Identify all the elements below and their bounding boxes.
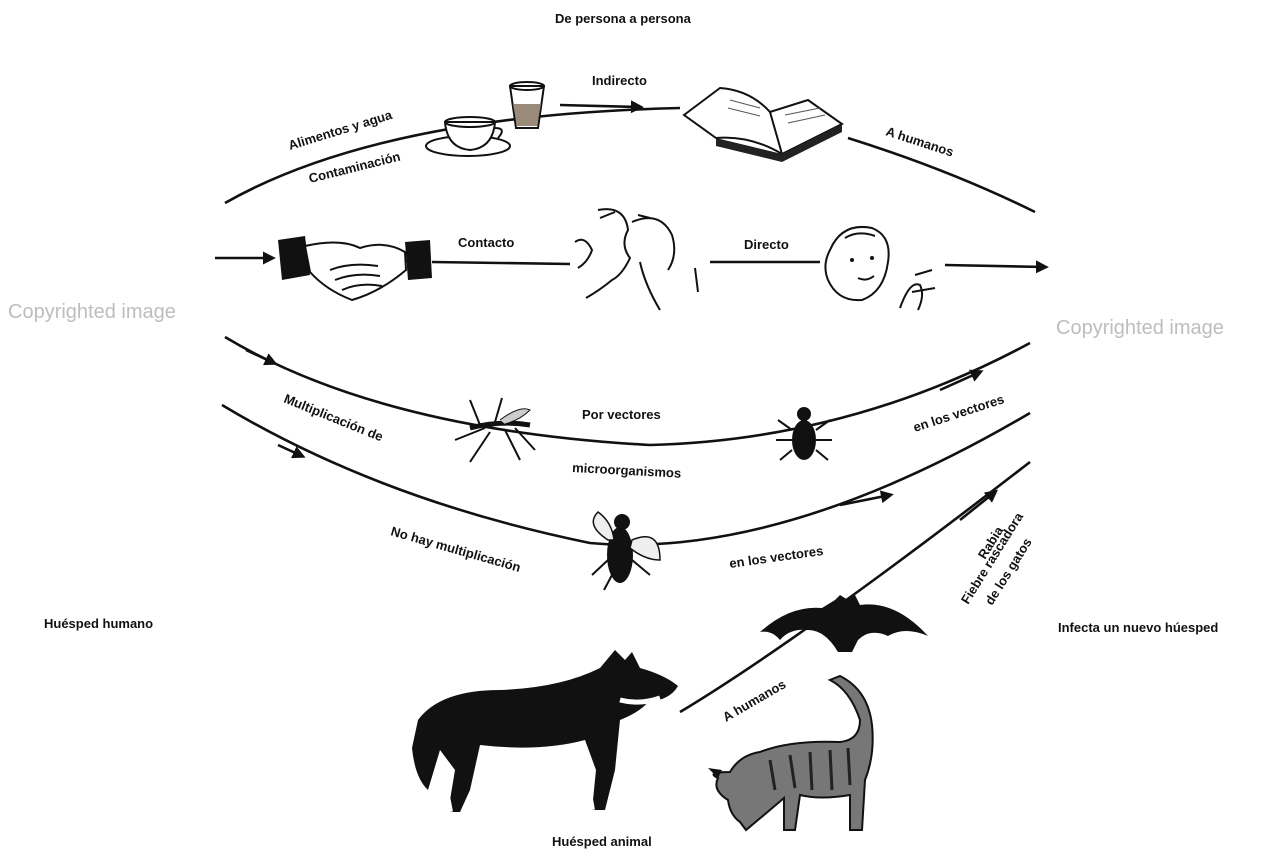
contamination-label: Contaminación bbox=[307, 149, 402, 186]
host-animal-label: Huésped animal bbox=[552, 834, 652, 849]
fly-icon bbox=[592, 512, 660, 590]
mosquito-icon bbox=[455, 398, 535, 462]
book-icon bbox=[684, 88, 842, 162]
by-vectors-label: Por vectores bbox=[582, 407, 661, 422]
in-vectors-label-2: en los vectores bbox=[728, 543, 824, 571]
diagram-title: De persona a persona bbox=[555, 11, 692, 26]
kissing-faces-icon bbox=[575, 209, 698, 310]
indirect-label: Indirecto bbox=[592, 73, 647, 88]
vector-route-arrow-1 bbox=[246, 350, 274, 363]
cat-icon bbox=[708, 676, 873, 830]
food-water-label: Alimentos y agua bbox=[286, 107, 394, 153]
host-human-label: Huésped humano bbox=[44, 616, 153, 631]
cup-icon bbox=[426, 117, 510, 156]
to-humans-label-bottom: A humanos bbox=[720, 676, 788, 724]
direct-route-mid-left bbox=[432, 262, 570, 264]
watermark-left: Copyrighted image bbox=[8, 301, 176, 323]
direct-route-exit bbox=[945, 265, 1045, 267]
contact-label: Contacto bbox=[458, 235, 514, 250]
vector-route-arrow-2 bbox=[940, 372, 980, 390]
in-vectors-label-1: en los vectores bbox=[911, 391, 1006, 435]
animal-route-arrow bbox=[960, 492, 995, 520]
no-mult-route-arrow-2 bbox=[840, 495, 890, 505]
direct-label: Directo bbox=[744, 237, 789, 252]
new-host-label: Infecta un nuevo húesped bbox=[1058, 620, 1218, 635]
coughing-face-icon bbox=[825, 227, 935, 310]
no-multiplication-label: No hay multiplicación bbox=[389, 523, 522, 574]
louse-icon bbox=[776, 407, 832, 460]
microorganisms-label: microorganismos bbox=[572, 460, 682, 481]
handshake-icon bbox=[278, 236, 432, 300]
watermark-right: Copyrighted image bbox=[1056, 317, 1224, 339]
dog-icon bbox=[412, 650, 678, 812]
glass-icon bbox=[510, 82, 544, 128]
indirect-route-arrow bbox=[560, 105, 640, 107]
